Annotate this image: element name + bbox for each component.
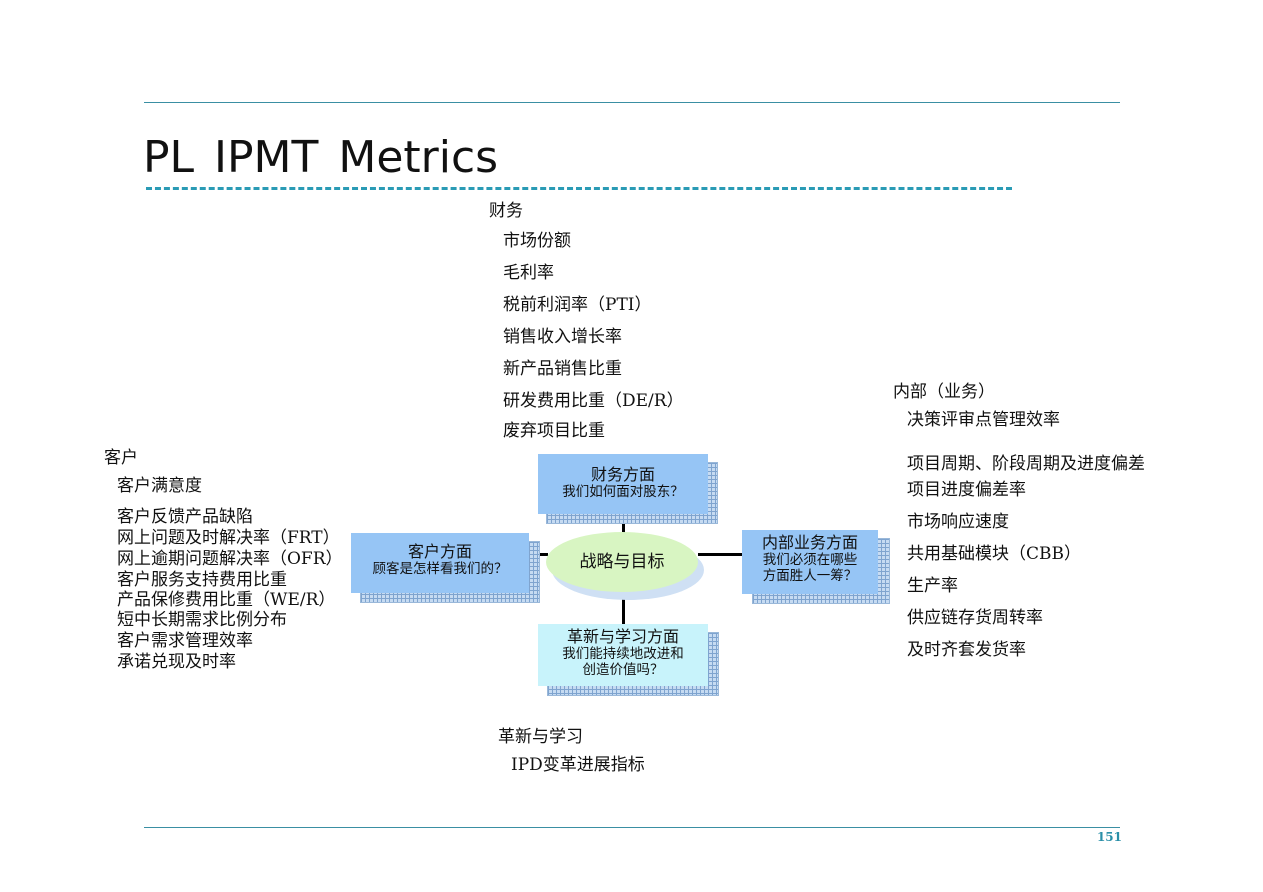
customer-item: 承诺兑现及时率 <box>117 652 236 672</box>
customer-item: 产品保修费用比重（WE/R） <box>117 590 336 610</box>
internal-box-question-2: 方面胜人一筹？ <box>762 568 858 584</box>
top-rule <box>144 102 1120 103</box>
strategy-center: 战略与目标 <box>546 532 698 592</box>
customer-perspective-box: 客户方面 顾客是怎样看我们的？ <box>351 533 540 603</box>
internal-item: 市场响应速度 <box>907 512 1009 532</box>
learning-perspective-box: 革新与学习方面 我们能持续地改进和 创造价值吗？ <box>538 624 719 696</box>
internal-metrics: 内部（业务） 决策评审点管理效率 项目周期、阶段周期及进度偏差 项目进度偏差率 … <box>893 381 1145 661</box>
internal-item: 项目周期、阶段周期及进度偏差 <box>907 454 1145 474</box>
learning-box-question-1: 我们能持续地改进和 <box>562 646 684 662</box>
finance-item: 税前利润率（PTI） <box>503 295 652 315</box>
customer-box-question: 顾客是怎样看我们的？ <box>372 561 508 577</box>
finance-metrics: 财务 市场份额 毛利率 税前利润率（PTI） 销售收入增长率 新产品销售比重 研… <box>489 200 684 442</box>
finance-heading: 财务 <box>489 201 523 221</box>
learning-item: IPD变革进展指标 <box>511 755 645 775</box>
finance-item: 废弃项目比重 <box>503 421 605 441</box>
finance-item: 新产品销售比重 <box>503 359 622 379</box>
customer-item: 网上逾期问题解决率（OFR） <box>117 549 343 569</box>
learning-metrics: 革新与学习 IPD变革进展指标 <box>498 726 645 776</box>
finance-item: 市场份额 <box>503 231 571 251</box>
customer-box-title: 客户方面 <box>407 542 472 561</box>
internal-heading: 内部（业务） <box>893 382 995 402</box>
internal-item: 生产率 <box>907 576 958 596</box>
connector-bottom <box>622 592 625 626</box>
learning-box-question-2: 创造价值吗？ <box>582 662 664 678</box>
finance-item: 研发费用比重（DE/R） <box>503 391 684 411</box>
finance-box-question: 我们如何面对股东？ <box>562 484 684 500</box>
finance-box-title: 财务方面 <box>590 465 655 484</box>
internal-box-question-1: 我们必须在哪些 <box>762 552 858 568</box>
learning-box-title: 革新与学习方面 <box>566 627 679 646</box>
internal-box-title: 内部业务方面 <box>761 533 858 552</box>
internal-item: 项目进度偏差率 <box>907 480 1026 500</box>
title-underline <box>146 187 1012 190</box>
page-number: 151 <box>1096 830 1122 844</box>
finance-perspective-box: 财务方面 财务方面 我们如何面对股东？ <box>538 454 718 524</box>
customer-heading: 客户 <box>104 448 138 468</box>
internal-perspective-box: 内部业务方面 我们必须在哪些 方面胜人一筹？ <box>742 530 890 604</box>
internal-item: 决策评审点管理效率 <box>907 410 1060 430</box>
customer-metrics: 客户 客户满意度 客户反馈产品缺陷 网上问题及时解决率（FRT） 网上逾期问题解… <box>104 447 343 673</box>
customer-item: 短中长期需求比例分布 <box>117 610 287 630</box>
customer-item: 客户反馈产品缺陷 <box>117 507 253 527</box>
page-title: PL IPMT Metrics <box>143 132 499 183</box>
connector-right <box>698 553 744 556</box>
bottom-rule <box>144 827 1120 828</box>
internal-item: 共用基础模块（CBB） <box>907 544 1081 564</box>
finance-item: 毛利率 <box>503 263 554 283</box>
internal-item: 及时齐套发货率 <box>907 640 1026 660</box>
finance-item: 销售收入增长率 <box>503 327 622 347</box>
internal-item: 供应链存货周转率 <box>907 608 1043 628</box>
customer-item: 网上问题及时解决率（FRT） <box>117 528 340 548</box>
customer-item: 客户需求管理效率 <box>117 631 253 651</box>
customer-item: 客户满意度 <box>117 476 202 496</box>
customer-item: 客户服务支持费用比重 <box>117 570 287 590</box>
learning-heading: 革新与学习 <box>498 727 583 747</box>
